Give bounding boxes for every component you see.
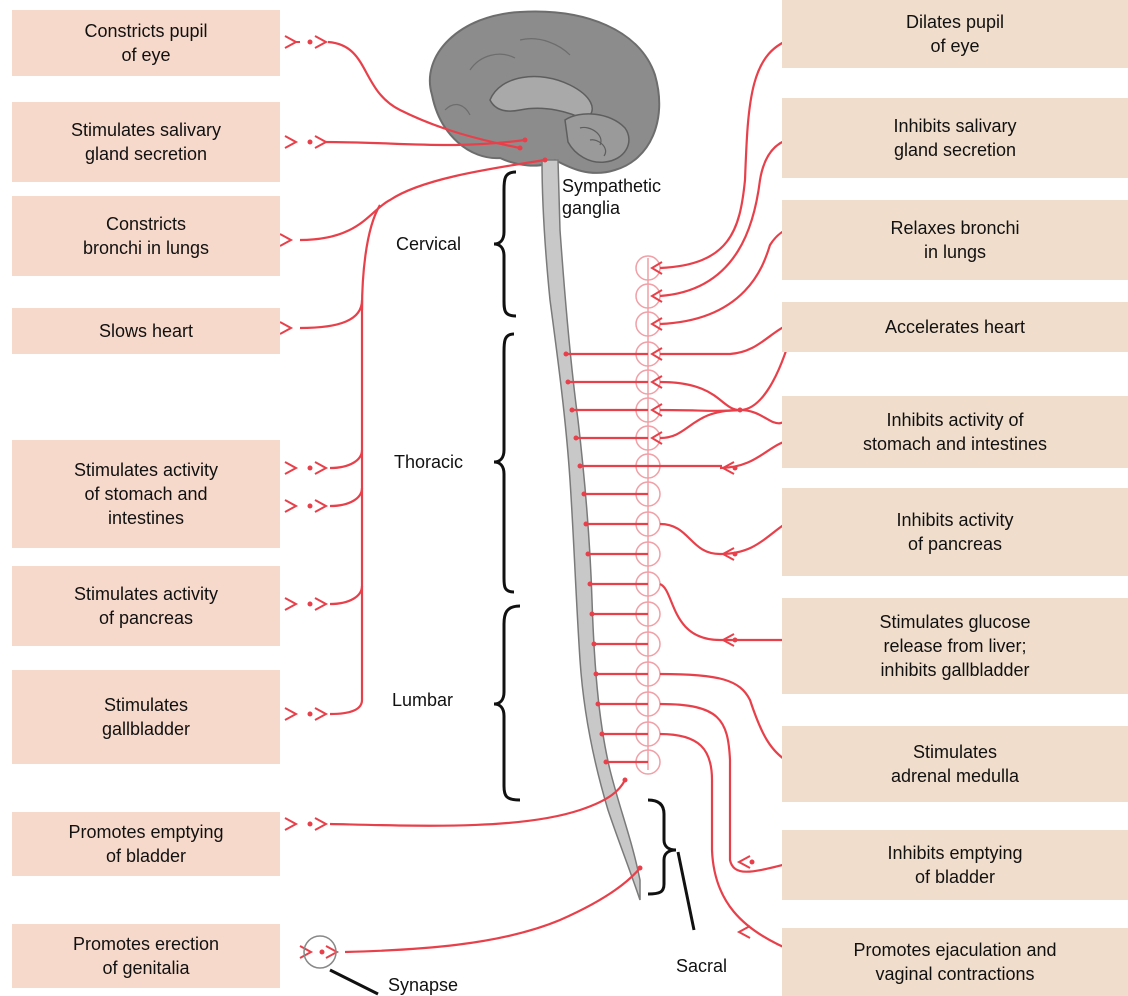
effect-relaxes-bronchi: Relaxes bronchi in lungs <box>782 200 1128 280</box>
label-synapse: Synapse <box>388 974 458 996</box>
label-sympathetic-ganglia: Sympathetic ganglia <box>562 175 661 219</box>
label-thoracic: Thoracic <box>394 451 463 473</box>
effect-constricts-bronchi: Constricts bronchi in lungs <box>12 196 280 276</box>
effect-promotes-ejaculation: Promotes ejaculation and vaginal contrac… <box>782 928 1128 996</box>
effect-promotes-erection: Promotes erection of genitalia <box>12 924 280 988</box>
sacral-pointer <box>678 852 694 930</box>
effect-accelerates-heart: Accelerates heart <box>782 302 1128 352</box>
lumbar-brace <box>494 606 520 800</box>
sacral-brace <box>648 800 676 894</box>
label-sacral: Sacral <box>676 955 727 977</box>
spinal-cord <box>542 160 640 900</box>
effect-stimulates-stomach: Stimulates activity of stomach and intes… <box>12 440 280 548</box>
effect-stimulates-glucose-release: Stimulates glucose release from liver; i… <box>782 598 1128 694</box>
effect-stimulates-gallbladder: Stimulates gallbladder <box>12 670 280 764</box>
brain <box>430 12 659 173</box>
cervical-brace <box>494 172 516 316</box>
sympathetic-ganglia-chain <box>636 256 660 774</box>
synapse-pointer <box>330 970 378 994</box>
thoracic-brace <box>494 334 514 592</box>
effect-inhibits-bladder-emptying: Inhibits emptying of bladder <box>782 830 1128 900</box>
effect-stimulates-salivary: Stimulates salivary gland secretion <box>12 102 280 182</box>
label-lumbar: Lumbar <box>392 689 453 711</box>
effect-stimulates-adrenal: Stimulates adrenal medulla <box>782 726 1128 802</box>
effect-constricts-pupil: Constricts pupil of eye <box>12 10 280 76</box>
effect-inhibits-stomach: Inhibits activity of stomach and intesti… <box>782 396 1128 468</box>
effect-inhibits-salivary: Inhibits salivary gland secretion <box>782 98 1128 178</box>
effect-inhibits-pancreas: Inhibits activity of pancreas <box>782 488 1128 576</box>
effect-dilates-pupil: Dilates pupil of eye <box>782 0 1128 68</box>
region-braces <box>494 172 694 930</box>
label-cervical: Cervical <box>396 233 461 255</box>
effect-stimulates-pancreas: Stimulates activity of pancreas <box>12 566 280 646</box>
effect-slows-heart: Slows heart <box>12 308 280 354</box>
effect-promotes-bladder-emptying: Promotes emptying of bladder <box>12 812 280 876</box>
